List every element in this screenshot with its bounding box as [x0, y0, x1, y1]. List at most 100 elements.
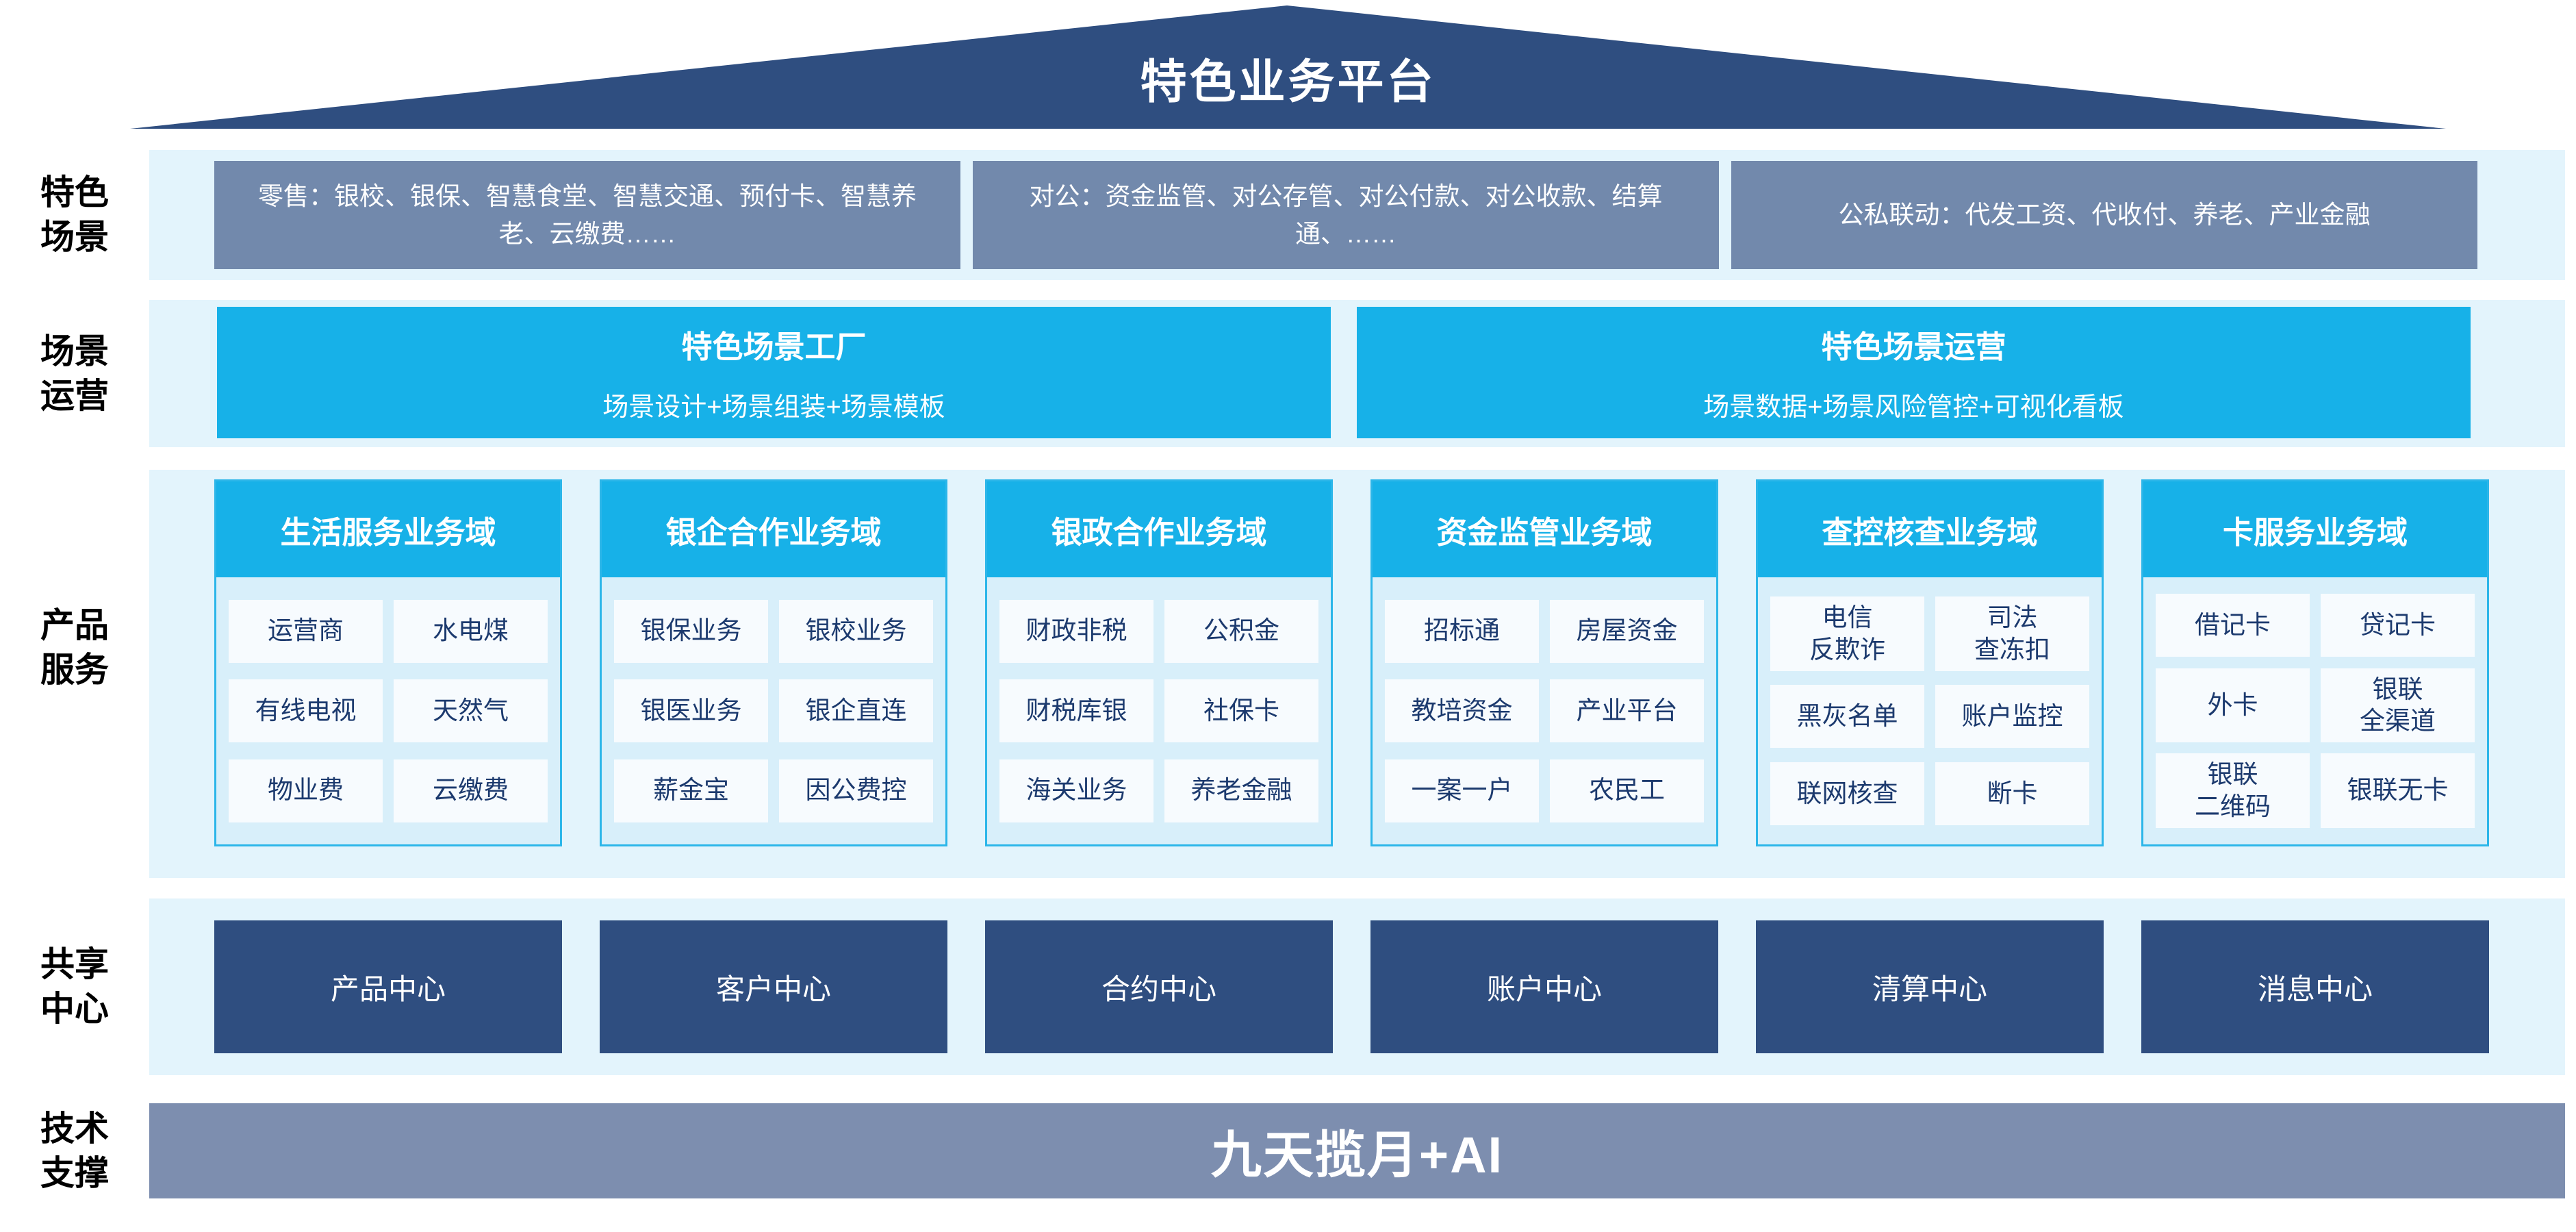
item-row: 银联 二维码 银联无卡	[2156, 753, 2475, 828]
scene-factory-subtitle: 场景设计+场景组装+场景模板	[602, 393, 945, 422]
domain-body: 借记卡 贷记卡 外卡 银联 全渠道 银联 二维码 银联无卡	[2143, 577, 2487, 844]
product-item: 运营商	[229, 599, 383, 663]
item-row: 银保业务 银校业务	[614, 599, 933, 663]
item-row: 薪金宝 因公费控	[614, 759, 933, 822]
product-item: 银联 二维码	[2156, 753, 2310, 828]
product-item: 借记卡	[2156, 594, 2310, 657]
domain-header: 生活服务业务域	[216, 481, 560, 577]
item-row: 财税库银 社保卡	[999, 679, 1318, 742]
product-item: 天然气	[394, 679, 548, 742]
center-box-contract: 合约中心	[985, 920, 1333, 1053]
roof-triangle-shape	[130, 5, 2446, 129]
product-item: 社保卡	[1164, 679, 1318, 742]
product-item: 银联无卡	[2321, 753, 2475, 828]
scene-box-corporate: 对公：资金监管、对公存管、对公付款、对公收款、结算通、……	[973, 161, 1719, 269]
platform-title: 特色业务平台	[1140, 56, 1436, 108]
product-item: 财政非税	[999, 599, 1153, 663]
tech-support-bar: 九天揽月+AI	[149, 1103, 2565, 1198]
domain-body: 招标通 房屋资金 教培资金 产业平台 一案一户 农民工	[1373, 577, 1716, 844]
product-item: 司法 查冻扣	[1935, 596, 2089, 671]
product-item: 银医业务	[614, 679, 768, 742]
scene-operation-box: 特色场景运营 场景数据+场景风险管控+可视化看板	[1357, 307, 2471, 438]
item-row: 银医业务 银企直连	[614, 679, 933, 742]
domain-body: 运营商 水电煤 有线电视 天然气 物业费 云缴费	[216, 577, 560, 844]
center-box-settlement: 清算中心	[1756, 920, 2104, 1053]
domain-card-card-services: 卡服务业务域 借记卡 贷记卡 外卡 银联 全渠道 银联 二维码 银联无卡	[2141, 479, 2489, 846]
domain-header: 查控核查业务域	[1758, 481, 2102, 577]
domain-header: 卡服务业务域	[2143, 481, 2487, 577]
item-row: 电信 反欺诈 司法 查冻扣	[1770, 596, 2089, 671]
domain-header: 银政合作业务域	[987, 481, 1331, 577]
scene-factory-title: 特色场景工厂	[681, 329, 867, 364]
domain-body: 电信 反欺诈 司法 查冻扣 黑灰名单 账户监控 联网核查 断卡	[1758, 577, 2102, 844]
product-item: 招标通	[1385, 599, 1539, 663]
domain-card-life-services: 生活服务业务域 运营商 水电煤 有线电视 天然气 物业费 云缴费	[214, 479, 562, 846]
row-label-scenes: 特色 场景	[40, 173, 109, 256]
domain-card-fund-supervision: 资金监管业务域 招标通 房屋资金 教培资金 产业平台 一案一户 农民工	[1370, 479, 1718, 846]
product-item: 云缴费	[394, 759, 548, 822]
product-item: 黑灰名单	[1770, 685, 1924, 749]
product-item: 养老金融	[1164, 759, 1318, 822]
product-item: 薪金宝	[614, 759, 768, 822]
product-item: 水电煤	[394, 599, 548, 663]
row-label-tech: 技术 支撑	[40, 1109, 109, 1192]
product-item: 产业平台	[1550, 679, 1704, 742]
product-item: 外卡	[2156, 668, 2310, 742]
scene-box-retail: 零售：银校、银保、智慧食堂、智慧交通、预付卡、智慧养老、云缴费……	[214, 161, 960, 269]
product-item: 财税库银	[999, 679, 1153, 742]
scene-factory-box: 特色场景工厂 场景设计+场景组装+场景模板	[217, 307, 1331, 438]
item-row: 招标通 房屋资金	[1385, 599, 1704, 663]
item-row: 海关业务 养老金融	[999, 759, 1318, 822]
row-label-shared: 共享 中心	[40, 945, 109, 1028]
scene-operation-subtitle: 场景数据+场景风险管控+可视化看板	[1703, 393, 2124, 422]
product-item: 物业费	[229, 759, 383, 822]
item-row: 黑灰名单 账户监控	[1770, 685, 2089, 749]
item-row: 物业费 云缴费	[229, 759, 548, 822]
product-item: 银联 全渠道	[2321, 668, 2475, 742]
domain-body: 银保业务 银校业务 银医业务 银企直连 薪金宝 因公费控	[602, 577, 945, 844]
item-row: 财政非税 公积金	[999, 599, 1318, 663]
domain-header: 银企合作业务域	[602, 481, 945, 577]
item-row: 一案一户 农民工	[1385, 759, 1704, 822]
center-box-account: 账户中心	[1370, 920, 1718, 1053]
product-item: 因公费控	[779, 759, 933, 822]
item-row: 联网核查 断卡	[1770, 762, 2089, 825]
product-item: 联网核查	[1770, 762, 1924, 825]
row-label-operations: 场景 运营	[40, 331, 109, 415]
products-band: 生活服务业务域 运营商 水电煤 有线电视 天然气 物业费 云缴费 银企合作业务域	[149, 470, 2565, 878]
product-item: 银校业务	[779, 599, 933, 663]
roof-polygon	[130, 5, 2446, 129]
product-item: 海关业务	[999, 759, 1153, 822]
domain-card-bank-enterprise: 银企合作业务域 银保业务 银校业务 银医业务 银企直连 薪金宝 因公费控	[600, 479, 947, 846]
domain-header: 资金监管业务域	[1373, 481, 1716, 577]
item-row: 借记卡 贷记卡	[2156, 594, 2475, 657]
product-item: 账户监控	[1935, 685, 2089, 749]
domain-body: 财政非税 公积金 财税库银 社保卡 海关业务 养老金融	[987, 577, 1331, 844]
product-item: 房屋资金	[1550, 599, 1704, 663]
row-label-products: 产品 服务	[40, 606, 109, 689]
product-item: 贷记卡	[2321, 594, 2475, 657]
center-box-product: 产品中心	[214, 920, 562, 1053]
domain-card-inquiry-control: 查控核查业务域 电信 反欺诈 司法 查冻扣 黑灰名单 账户监控 联网核查 断卡	[1756, 479, 2104, 846]
domain-card-bank-government: 银政合作业务域 财政非税 公积金 财税库银 社保卡 海关业务 养老金融	[985, 479, 1333, 846]
product-item: 银保业务	[614, 599, 768, 663]
scenes-band: 零售：银校、银保、智慧食堂、智慧交通、预付卡、智慧养老、云缴费…… 对公：资金监…	[149, 150, 2565, 280]
product-item: 断卡	[1935, 762, 2089, 825]
center-box-message: 消息中心	[2141, 920, 2489, 1053]
product-item: 有线电视	[229, 679, 383, 742]
scene-box-public-private: 公私联动：代发工资、代收付、养老、产业金融	[1731, 161, 2477, 269]
item-row: 外卡 银联 全渠道	[2156, 668, 2475, 742]
item-row: 教培资金 产业平台	[1385, 679, 1704, 742]
center-box-customer: 客户中心	[600, 920, 947, 1053]
product-item: 农民工	[1550, 759, 1704, 822]
product-item: 教培资金	[1385, 679, 1539, 742]
operations-band: 特色场景工厂 场景设计+场景组装+场景模板 特色场景运营 场景数据+场景风险管控…	[149, 300, 2565, 447]
item-row: 有线电视 天然气	[229, 679, 548, 742]
product-item: 一案一户	[1385, 759, 1539, 822]
product-item: 公积金	[1164, 599, 1318, 663]
shared-centers-band: 产品中心 客户中心 合约中心 账户中心 清算中心 消息中心	[149, 898, 2565, 1075]
product-item: 电信 反欺诈	[1770, 596, 1924, 671]
item-row: 运营商 水电煤	[229, 599, 548, 663]
scene-operation-title: 特色场景运营	[1821, 329, 2006, 364]
